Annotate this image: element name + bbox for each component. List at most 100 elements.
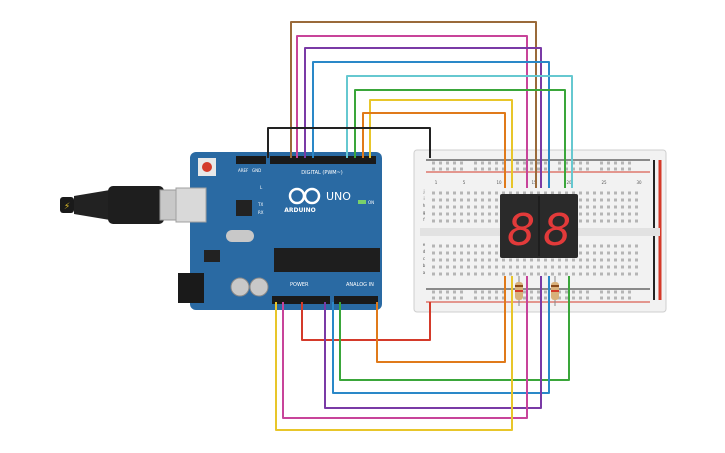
breadboard-hole [558, 258, 561, 262]
wire-blue[interactable] [312, 61, 550, 188]
breadboard-hole [579, 251, 582, 255]
breadboard-hole [502, 167, 505, 171]
breadboard-hole [460, 191, 463, 195]
breadboard-hole [488, 212, 491, 216]
breadboard-hole [446, 244, 449, 248]
power-label: POWER [290, 282, 309, 288]
breadboard-hole [614, 251, 617, 255]
breadboard-hole [572, 161, 575, 165]
breadboard-hole [481, 265, 484, 269]
breadboard-hole [432, 198, 435, 202]
breadboard-hole [439, 198, 442, 202]
usb-cable-sleeve [74, 190, 110, 220]
breadboard-hole [488, 265, 491, 269]
power-jack[interactable] [178, 273, 204, 303]
breadboard-hole [635, 251, 638, 255]
breadboard-hole [474, 161, 477, 165]
wire-orange-low[interactable] [376, 276, 506, 363]
header-digital-left [236, 156, 266, 164]
on-led [358, 200, 366, 204]
breadboard-hole [635, 205, 638, 209]
breadboard-hole [600, 251, 603, 255]
wire-orange[interactable] [362, 112, 506, 188]
seven-segment-display[interactable]: 8 8 [500, 194, 578, 258]
breadboard-hole [614, 219, 617, 223]
breadboard-hole [537, 167, 540, 171]
breadboard-hole [586, 244, 589, 248]
breadboard-hole [474, 272, 477, 276]
wire-purple-low[interactable] [324, 276, 542, 409]
arduino-uno-board[interactable]: ARDUINO UNO DIGITAL (PWM~) POWER ANALOG … [175, 152, 382, 310]
tx-label: TX [257, 202, 263, 207]
breadboard-hole [607, 296, 610, 300]
breadboard-hole [607, 290, 610, 294]
breadboard-hole [579, 191, 582, 195]
breadboard-hole [614, 198, 617, 202]
breadboard-hole [453, 191, 456, 195]
breadboard-hole [614, 205, 617, 209]
resistor-right[interactable] [551, 276, 559, 306]
breadboard-hole [474, 290, 477, 294]
breadboard-hole [544, 258, 547, 262]
wire-cyan[interactable] [346, 75, 573, 188]
breadboard-hole [572, 296, 575, 300]
usb-cable[interactable]: ⚡ [60, 186, 195, 224]
breadboard-hole [439, 212, 442, 216]
model-label: UNO [326, 190, 351, 203]
wire-purple[interactable] [304, 47, 542, 188]
wire-green-low[interactable] [339, 276, 570, 381]
breadboard-hole [460, 251, 463, 255]
breadboard-hole [474, 205, 477, 209]
usb-port[interactable] [175, 187, 207, 223]
breadboard-hole [572, 191, 575, 195]
breadboard-hole [495, 191, 498, 195]
breadboard-hole [439, 191, 442, 195]
wire-red[interactable] [301, 302, 431, 341]
analog-label: ANALOG IN [346, 282, 374, 288]
breadboard-hole [467, 219, 470, 223]
breadboard-hole [481, 258, 484, 262]
resistor-left[interactable] [515, 276, 523, 306]
breadboard-hole [516, 191, 519, 195]
breadboard-hole [586, 296, 589, 300]
breadboard-hole [551, 272, 554, 276]
breadboard-hole [621, 191, 624, 195]
wires[interactable] [267, 21, 573, 431]
breadboard-hole [495, 251, 498, 255]
breadboard-hole [635, 191, 638, 195]
wire-pink[interactable] [296, 35, 528, 188]
gnd-label: GND [252, 168, 261, 173]
breadboard-hole [628, 205, 631, 209]
wire-green[interactable] [354, 89, 566, 188]
wire-blue-low[interactable] [332, 276, 550, 394]
breadboard-hole [607, 258, 610, 262]
wire-brown[interactable] [290, 21, 537, 188]
breadboard-hole [481, 198, 484, 202]
breadboard-hole [453, 290, 456, 294]
reset-button[interactable] [202, 162, 212, 172]
display-digit-left: 8 [507, 205, 535, 256]
breadboard-hole [537, 265, 540, 269]
breadboard-hole [530, 191, 533, 195]
wire-yellow-low[interactable] [275, 276, 513, 431]
breadboard-hole [481, 290, 484, 294]
breadboard-hole [614, 272, 617, 276]
wire-pink-low[interactable] [282, 276, 528, 419]
breadboard-hole [446, 219, 449, 223]
breadboard-hole [579, 212, 582, 216]
breadboard-hole [607, 265, 610, 269]
breadboard-hole [474, 265, 477, 269]
wire-black[interactable] [267, 127, 431, 158]
row-letter: i [423, 196, 424, 201]
breadboard-hole [593, 212, 596, 216]
breadboard-hole [530, 161, 533, 165]
atmega-chip [274, 248, 380, 272]
breadboard-hole [523, 191, 526, 195]
breadboard-hole [579, 258, 582, 262]
breadboard-hole [614, 161, 617, 165]
breadboard-hole [439, 251, 442, 255]
breadboard-hole [488, 251, 491, 255]
breadboard-hole [460, 265, 463, 269]
breadboard-hole [523, 290, 526, 294]
